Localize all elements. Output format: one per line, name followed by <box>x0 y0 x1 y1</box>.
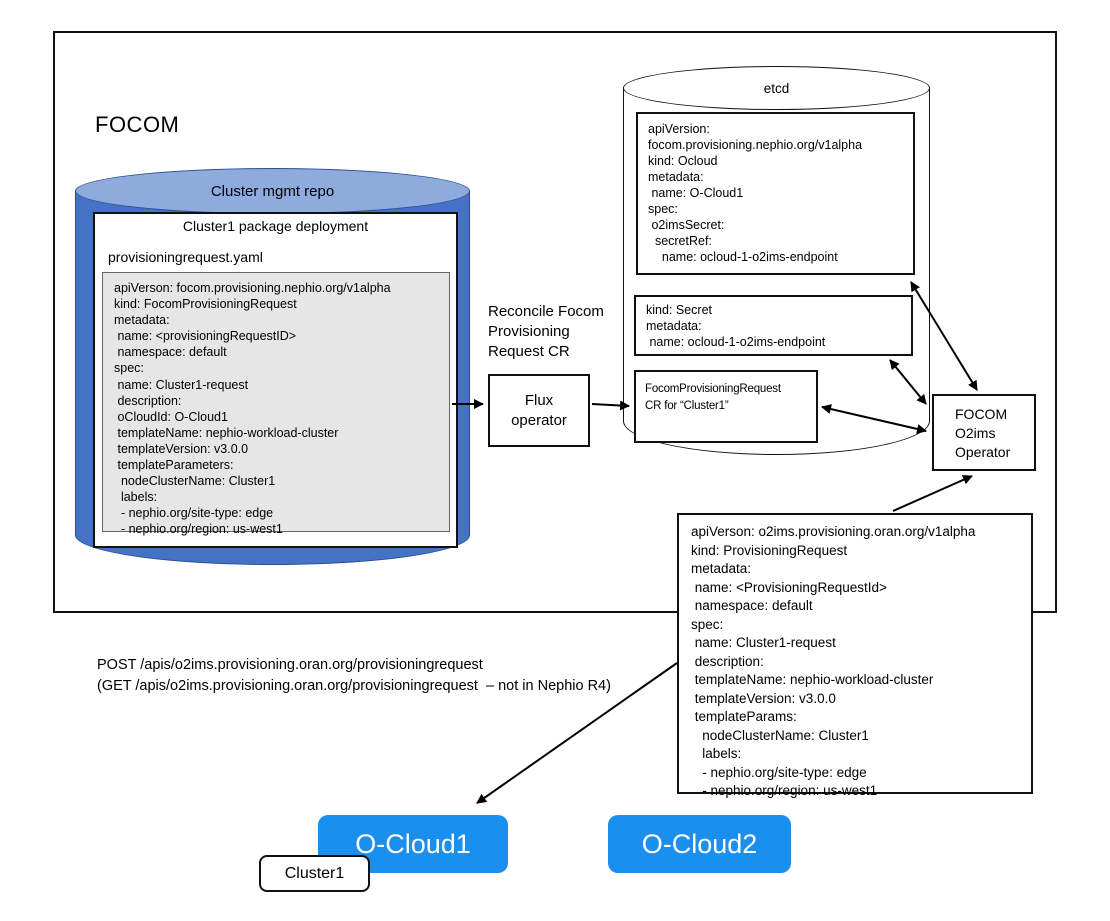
etcd-cylinder-top: etcd <box>623 66 930 110</box>
focom-o2ims-operator-box: FOCOM O2ims Operator <box>932 394 1036 471</box>
secret-cr-box: kind: Secret metadata: name: ocloud-1-o2… <box>634 295 913 356</box>
o-cloud2-label: O-Cloud2 <box>641 828 758 859</box>
focom-boundary-box <box>53 31 1057 613</box>
ocloud-cr-box: apiVersion: focom.provisioning.nephio.or… <box>636 112 915 275</box>
o2ims-api-note: POST /apis/o2ims.provisioning.oran.org/p… <box>97 657 611 694</box>
cluster1-label: Cluster1 <box>284 864 345 882</box>
cluster-mgmt-repo-title: Cluster mgmt repo <box>210 182 335 200</box>
focom-provisioning-request-yaml: apiVerson: focom.provisioning.nephio.org… <box>102 272 450 536</box>
flux-operator-label: Flux operator <box>511 391 567 429</box>
cluster-mgmt-repo-cylinder-top: Cluster mgmt repo <box>75 168 470 214</box>
focom-title: FOCOM <box>95 112 180 137</box>
focom-provisioning-request-cr-box: FocomProvisioningRequest CR for “Cluster… <box>634 370 818 443</box>
cluster1-package-deployment-title: Cluster1 package deployment <box>182 218 369 234</box>
o-cloud2-node: O-Cloud2 <box>608 815 791 873</box>
flux-operator-box: Flux operator <box>488 374 590 447</box>
o2ims-provisioning-request-yaml-box: apiVerson: o2ims.provisioning.oran.org/v… <box>677 513 1033 798</box>
o-cloud1-label: O-Cloud1 <box>355 828 471 859</box>
cluster1-badge: Cluster1 <box>259 855 370 892</box>
reconcile-note: Reconcile Focom Provisioning Request CR <box>488 303 604 360</box>
provisioningrequest-yaml-filename: provisioningrequest.yaml <box>108 249 263 265</box>
etcd-title: etcd <box>763 80 790 96</box>
